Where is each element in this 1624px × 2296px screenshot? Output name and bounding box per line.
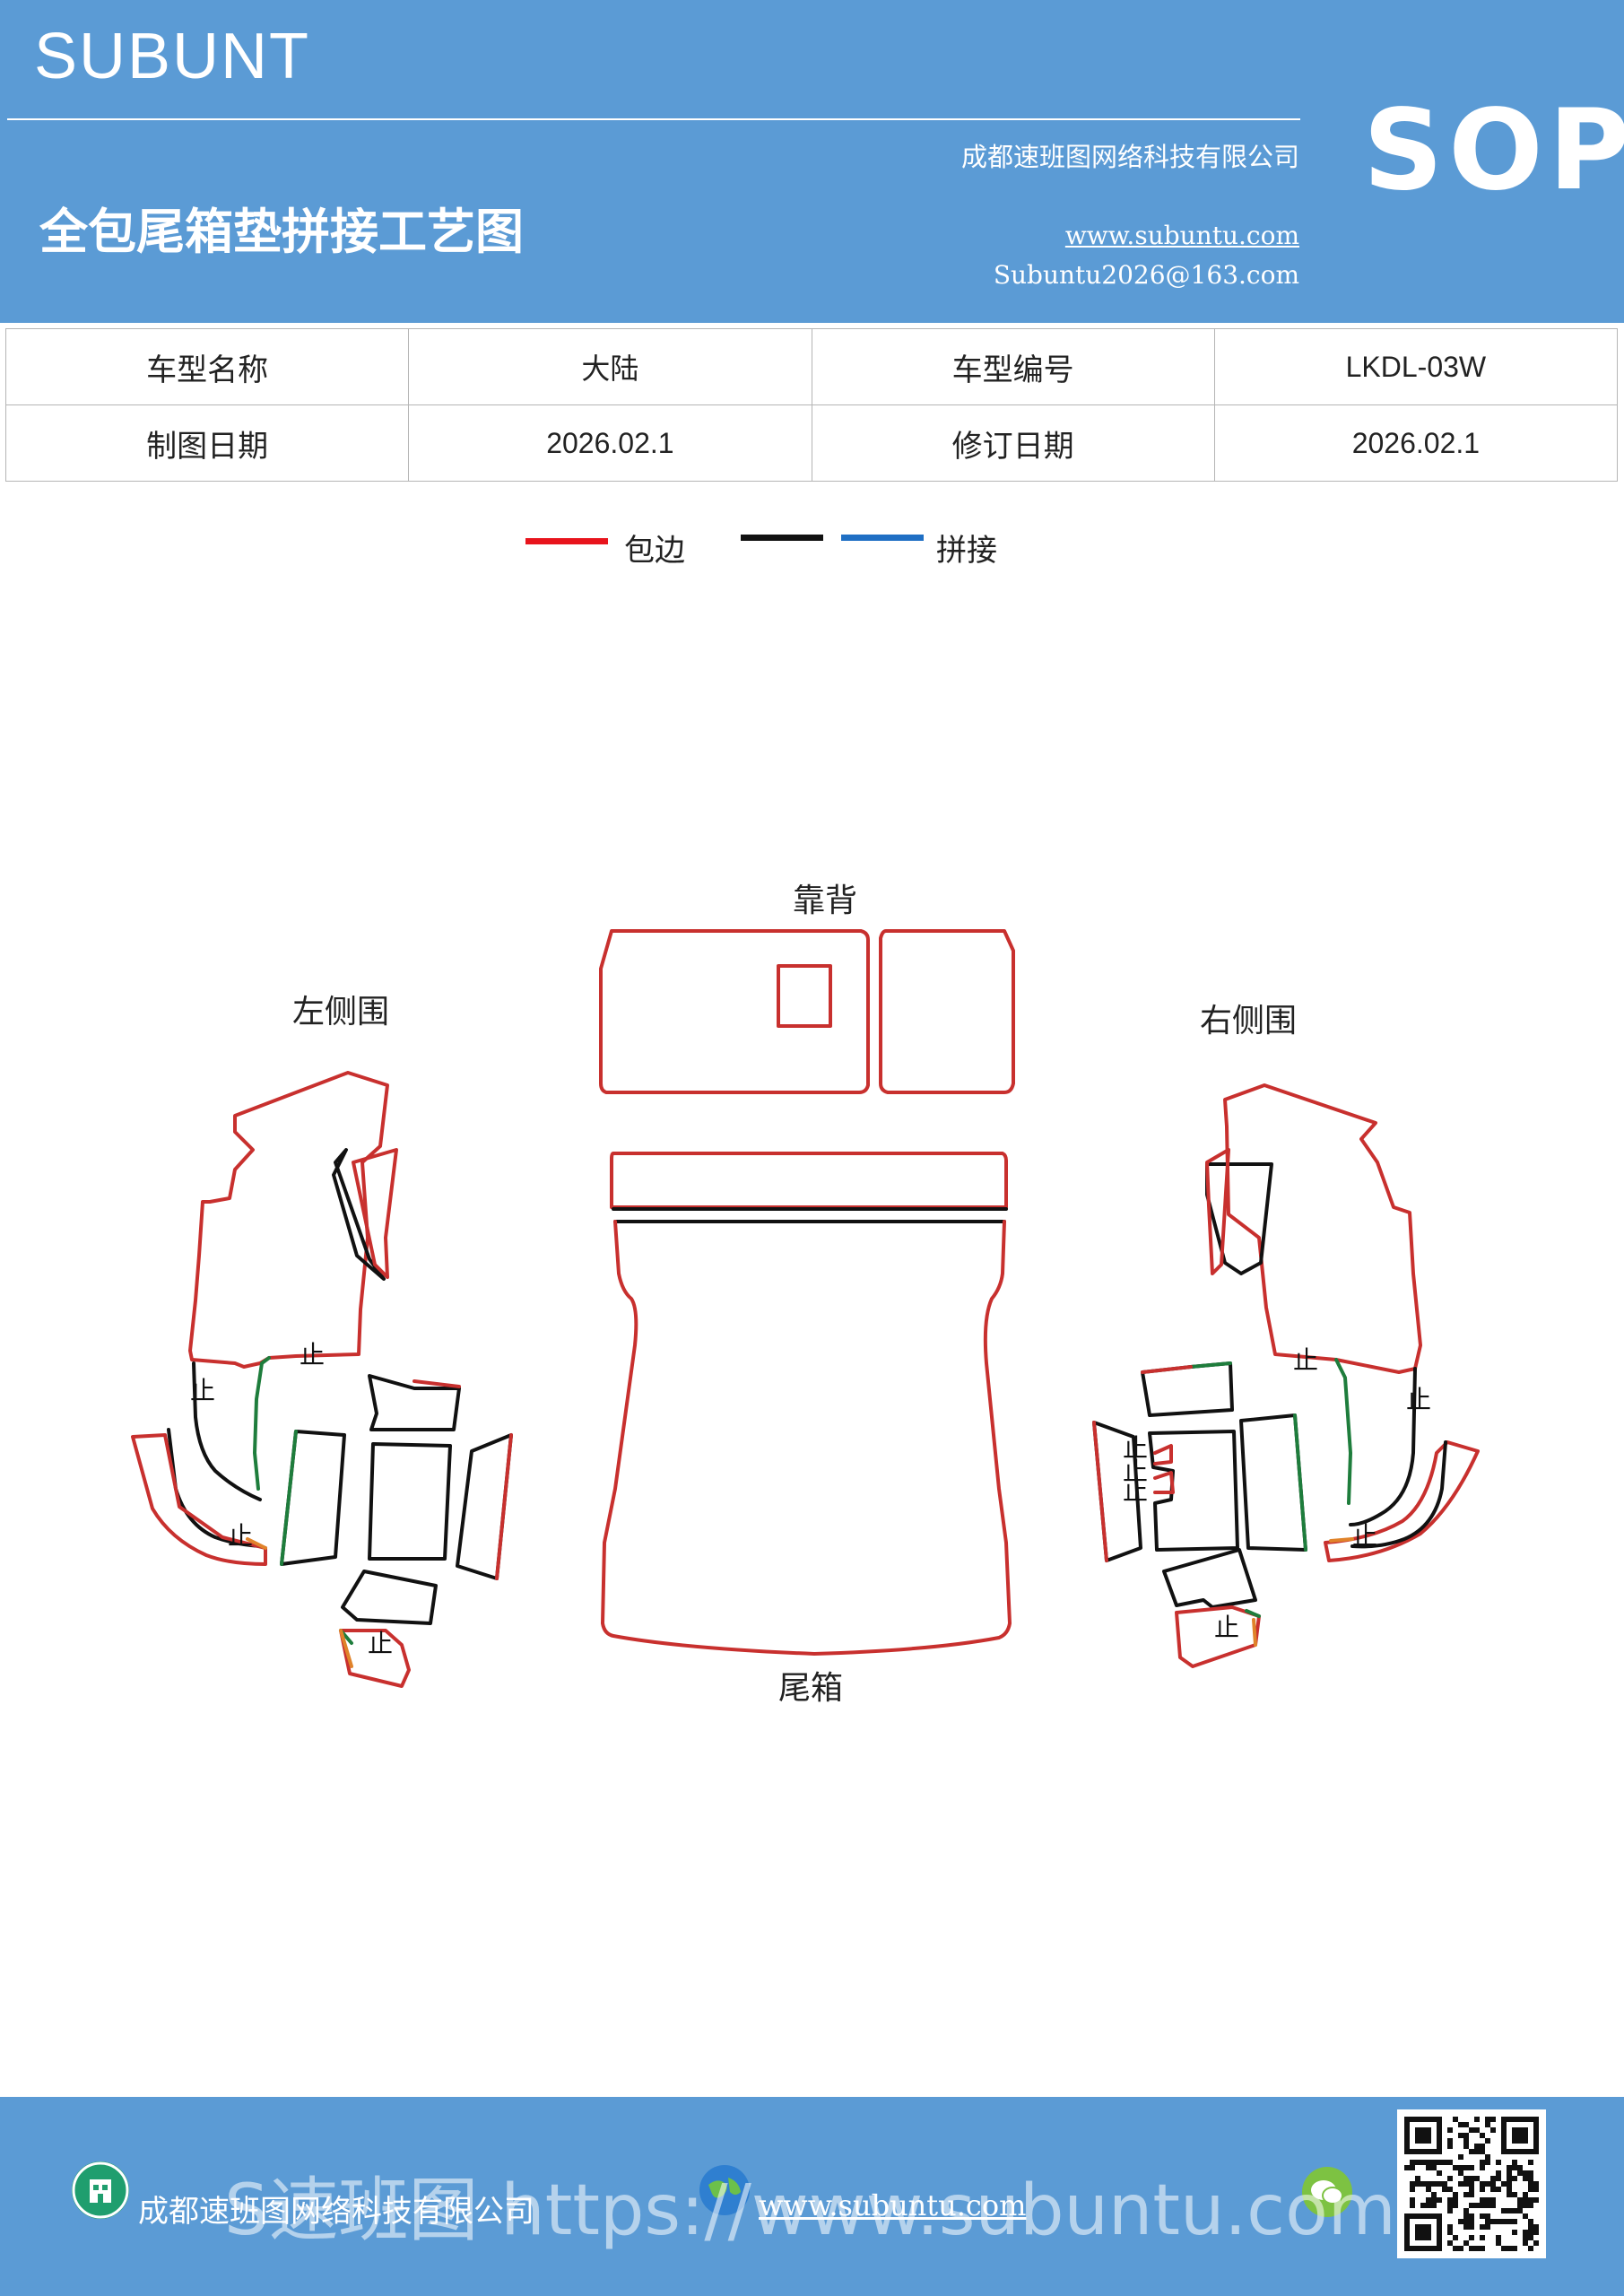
right-block-d-edge xyxy=(1092,1421,1108,1562)
legend-edge-label: 包边 xyxy=(624,533,685,569)
left-side-seam-b xyxy=(192,1361,262,1501)
qr-code[interactable] xyxy=(1397,2109,1546,2258)
table-row: 车型名称 大陆 车型编号 LKDL-03W xyxy=(4,328,1619,405)
right-block-b-green xyxy=(1293,1413,1307,1552)
left-wheel-arch xyxy=(131,1433,267,1566)
left-side-insert xyxy=(352,1148,398,1279)
stop-mark: 止 xyxy=(228,1521,253,1551)
footer-watermark: S速班图 https://www.subuntu.com xyxy=(224,2170,1396,2251)
legend-splice-swatch-blue xyxy=(841,535,924,541)
right-wheel-inner xyxy=(1350,1440,1447,1549)
left-side-green-seam xyxy=(253,1356,271,1491)
footer-company-name: 成都速班图网络科技有限公司 xyxy=(138,2194,534,2230)
label-revision-date: 修订日期 xyxy=(811,404,1215,482)
stop-mark: 止 xyxy=(1123,1433,1148,1463)
table-row: 制图日期 2026.02.1 修订日期 2026.02.1 xyxy=(4,404,1619,482)
label-right-side: 右侧围 xyxy=(1200,1003,1297,1039)
stop-mark: 止 xyxy=(1293,1345,1318,1375)
stop-mark: 止 xyxy=(300,1340,325,1370)
backrest-left-panel xyxy=(599,929,870,1094)
left-wheel-tab xyxy=(246,1537,267,1550)
legend: 包边 拼接 xyxy=(0,511,1624,583)
left-block-d-edge xyxy=(495,1433,513,1580)
left-block-a-edge xyxy=(413,1379,461,1388)
label-model-code: 车型编号 xyxy=(811,328,1215,405)
trunk-floor-panel xyxy=(601,1220,1012,1656)
right-block-f-orange xyxy=(1252,1618,1257,1647)
left-block-b-green xyxy=(280,1430,298,1566)
header-divider xyxy=(7,118,1300,120)
left-block-c xyxy=(368,1442,452,1561)
website-link[interactable]: www.subuntu.com xyxy=(1064,221,1299,250)
email-address: Subuntu2026@163.com xyxy=(993,260,1299,290)
right-block-c-notch xyxy=(1153,1444,1175,1494)
value-model-name: 大陆 xyxy=(408,328,812,405)
label-backrest: 靠背 xyxy=(793,883,857,919)
stop-mark: 止 xyxy=(190,1376,215,1405)
right-side-green-seam xyxy=(1334,1358,1352,1505)
document-title: 全包尾箱垫拼接工艺图 xyxy=(39,203,524,260)
stop-mark: 止 xyxy=(1406,1385,1431,1414)
right-block-f-green xyxy=(1245,1609,1261,1618)
backrest-cutout xyxy=(777,964,832,1028)
label-drawing-date: 制图日期 xyxy=(4,404,410,482)
stop-mark: 止 xyxy=(1214,1613,1239,1642)
left-block-f-orange xyxy=(339,1629,353,1668)
left-side-main xyxy=(188,1071,389,1369)
value-model-code: LKDL-03W xyxy=(1213,328,1619,405)
left-block-b xyxy=(280,1430,346,1566)
right-side-seam-a xyxy=(1205,1162,1273,1275)
wechat-icon xyxy=(1300,2165,1358,2222)
legend-splice-swatch-black xyxy=(741,535,823,541)
building-icon xyxy=(72,2161,129,2219)
value-drawing-date: 2026.02.1 xyxy=(408,404,812,482)
right-block-a-green xyxy=(1189,1361,1232,1369)
label-model-name: 车型名称 xyxy=(4,328,410,405)
legend-edge-swatch xyxy=(525,538,608,544)
legend-splice-label: 拼接 xyxy=(936,533,997,569)
globe-icon xyxy=(696,2161,753,2219)
footer-website-link[interactable]: www.subuntu.com xyxy=(759,2188,1027,2222)
right-block-c xyxy=(1148,1430,1239,1552)
header-banner: SUBUNT SOP 全包尾箱垫拼接工艺图 成都速班图网络科技有限公司 www.… xyxy=(0,0,1624,323)
value-revision-date: 2026.02.1 xyxy=(1213,404,1619,482)
left-side-seam-a xyxy=(332,1148,386,1281)
stop-mark: 止 xyxy=(1123,1457,1148,1486)
left-block-f xyxy=(339,1629,411,1688)
right-block-e xyxy=(1162,1548,1257,1609)
right-wheel-tab xyxy=(1329,1537,1354,1543)
vehicle-info-table: 车型名称 大陆 车型编号 LKDL-03W 制图日期 2026.02.1 修订日… xyxy=(4,328,1619,482)
company-name: 成都速班图网络科技有限公司 xyxy=(960,142,1299,172)
backrest-right-panel xyxy=(879,929,1015,1094)
sop-badge: SOP xyxy=(1363,86,1624,215)
right-side-insert xyxy=(1205,1148,1230,1275)
stop-mark: 止 xyxy=(1352,1521,1377,1551)
right-wheel-arch xyxy=(1324,1440,1480,1562)
label-left-side: 左侧围 xyxy=(292,994,389,1031)
right-side-main xyxy=(1223,1083,1422,1374)
right-side-seam-b xyxy=(1349,1367,1417,1526)
footer-banner: 成都速班图网络科技有限公司 www.subuntu.com S速班图 https… xyxy=(0,2097,1624,2296)
right-block-a-edge xyxy=(1141,1365,1193,1374)
left-block-e xyxy=(341,1570,438,1625)
label-trunk: 尾箱 xyxy=(778,1670,843,1707)
trunk-strip xyxy=(610,1152,1008,1209)
stop-mark: 止 xyxy=(368,1629,393,1658)
stop-mark: 止 xyxy=(1123,1476,1148,1506)
left-block-a xyxy=(368,1374,461,1431)
brand-logo-text: SUBUNT xyxy=(34,21,311,92)
